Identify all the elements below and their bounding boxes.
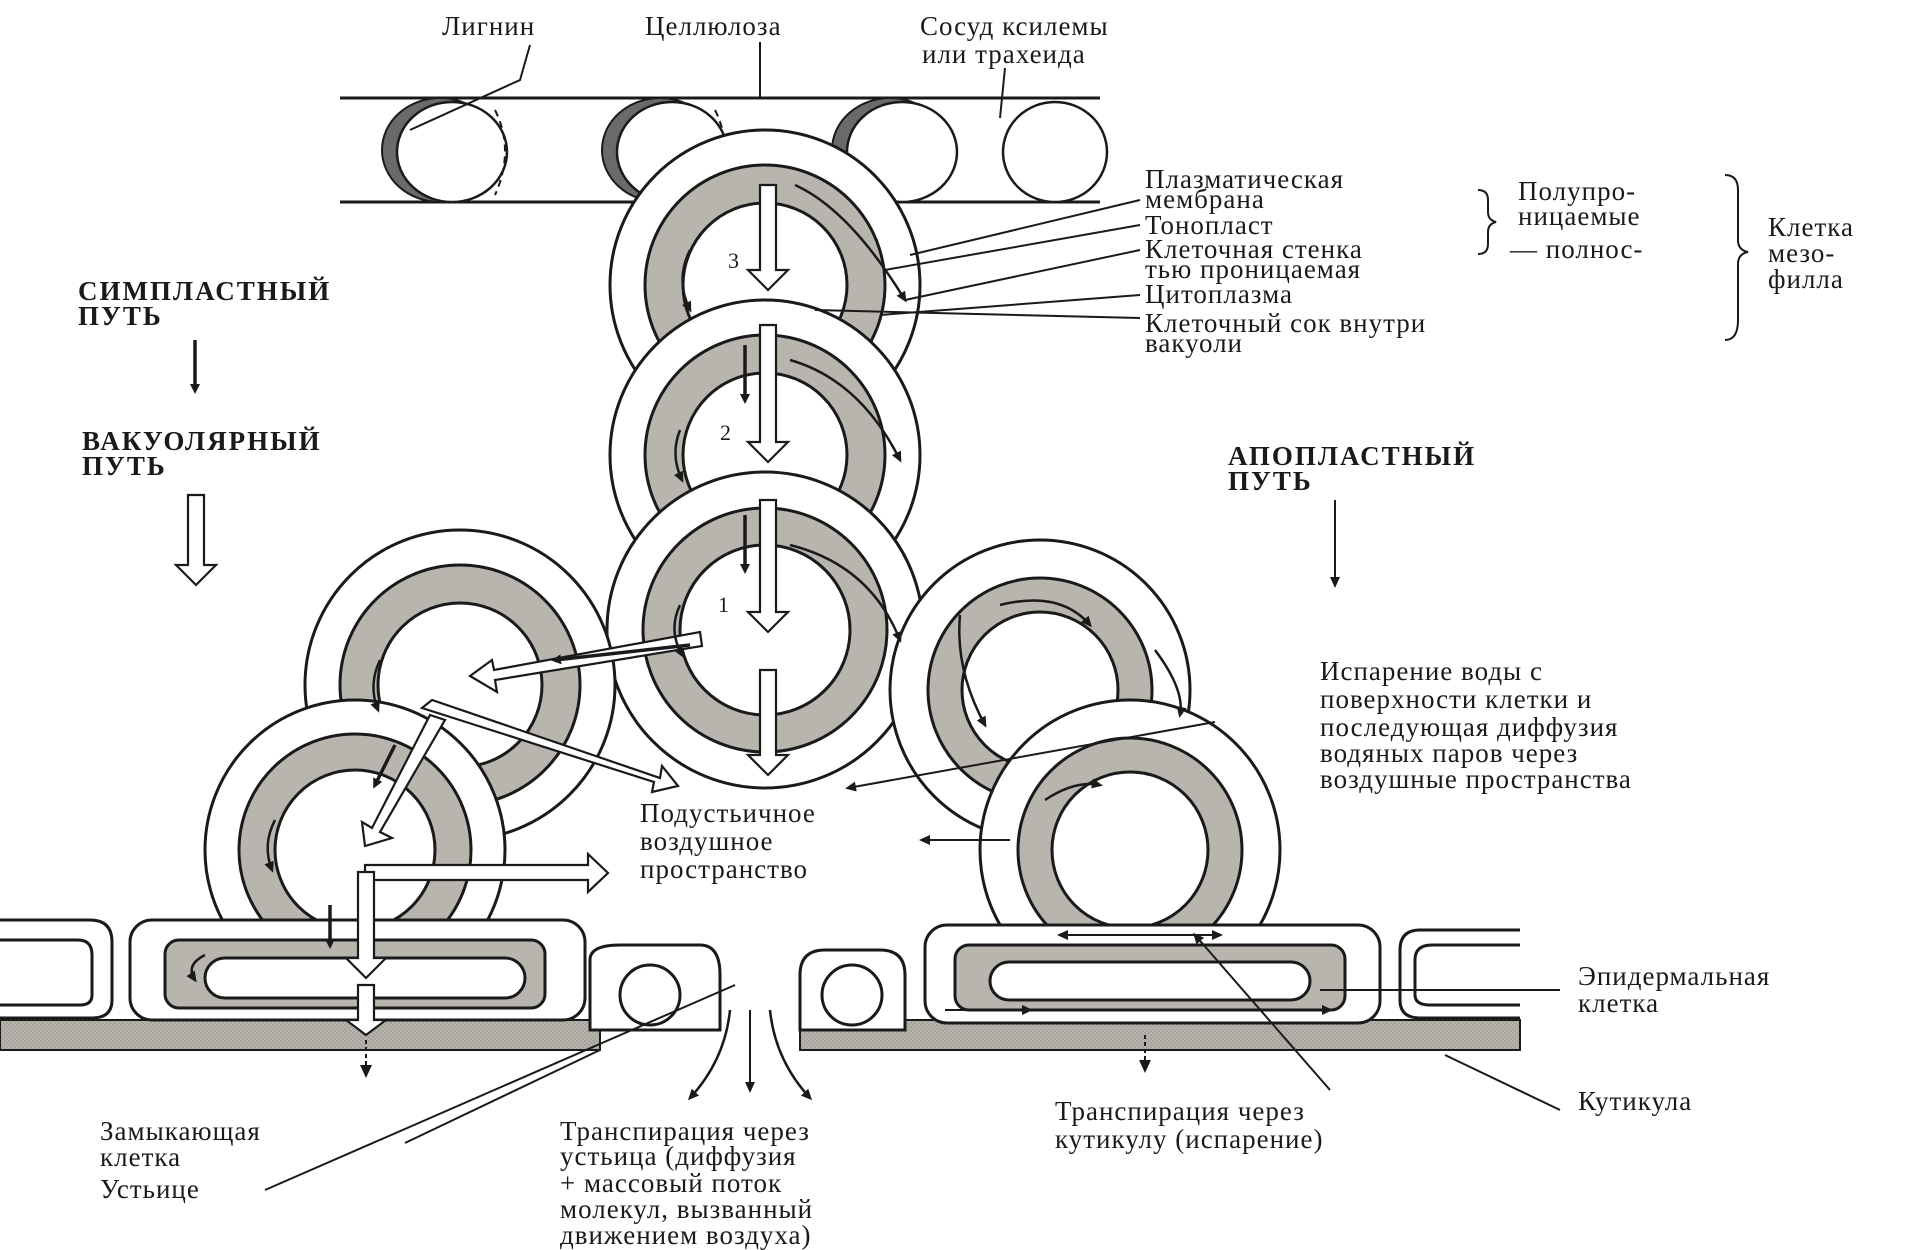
- label-cuticle-transpiration-1: Транспирация через: [1055, 1096, 1305, 1126]
- label-xylem-vessel-1: Сосуд ксилемы: [920, 11, 1109, 41]
- label-symplast-2: ПУТЬ: [78, 301, 163, 331]
- label-substomatal-3: пространство: [640, 854, 808, 884]
- label-cuticle-transpiration-2: кутикулу (испарение): [1055, 1124, 1323, 1154]
- label-xylem-vessel-2: или трахеида: [922, 39, 1086, 69]
- cell-number-2: 2: [720, 420, 731, 445]
- label-vacuolar-2: ПУТЬ: [82, 451, 167, 481]
- label-cell-sap-2: вакуоли: [1145, 328, 1243, 358]
- label-lignin: Лигнин: [442, 11, 535, 41]
- label-evaporation-2: поверхности клетки и: [1320, 684, 1592, 714]
- label-mesophyll-3: филла: [1768, 264, 1844, 294]
- label-cytoplasm: Цитоплазма: [1145, 279, 1293, 309]
- label-stoma-transpiration-2: устьица (диффузия: [560, 1141, 797, 1171]
- label-cuticle: Кутикула: [1578, 1086, 1692, 1116]
- label-semipermeable-2: ницаемые: [1518, 201, 1641, 231]
- label-cellulose: Целлюлоза: [645, 11, 782, 41]
- label-epidermal-1: Эпидермальная: [1578, 961, 1770, 991]
- label-apoplast-2: ПУТЬ: [1228, 466, 1313, 496]
- cell-number-3: 3: [728, 248, 739, 273]
- epidermis: [0, 920, 1520, 1050]
- label-evaporation-5: воздушные пространства: [1320, 764, 1632, 794]
- label-stoma-transpiration-5: движением воздуха): [560, 1220, 812, 1250]
- guard-cell-left: [590, 945, 720, 1030]
- label-stoma: Устьице: [100, 1174, 200, 1204]
- label-fully-permeable: — полнос-: [1509, 234, 1643, 264]
- label-evaporation-1: Испарение воды с: [1320, 656, 1543, 686]
- epidermal-cell-right: [925, 925, 1380, 1023]
- label-guard-cell-2: клетка: [100, 1142, 181, 1172]
- guard-cell-right: [800, 950, 905, 1030]
- label-epidermal-2: клетка: [1578, 988, 1659, 1018]
- label-substomatal-2: воздушное: [640, 826, 774, 856]
- label-substomatal-1: Подустьичное: [640, 798, 816, 828]
- cell-number-1: 1: [718, 592, 729, 617]
